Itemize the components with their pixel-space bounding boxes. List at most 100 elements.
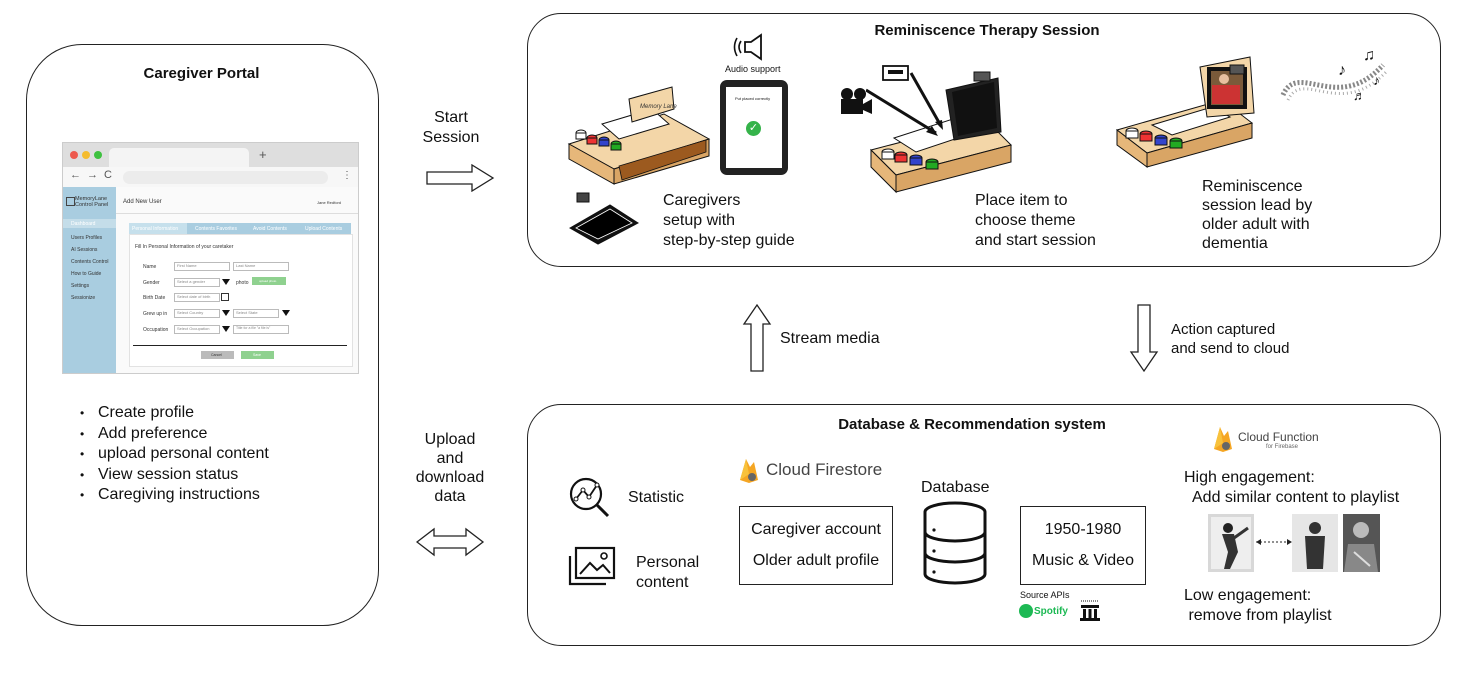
last-name-placeholder: Last Name xyxy=(236,263,256,268)
portal-logo-icon xyxy=(66,197,75,206)
window-min-dot xyxy=(82,151,90,159)
occupation-dropdown-icon[interactable] xyxy=(222,326,230,332)
reminiscence-text: Reminiscence session lead by older adult… xyxy=(1202,178,1313,252)
state-dropdown-icon[interactable] xyxy=(282,310,290,316)
tab-upload-contents[interactable]: Upload Contents xyxy=(305,226,343,232)
save-label: Save xyxy=(253,353,261,357)
start-session-arrow xyxy=(426,164,495,192)
portal-header-divider xyxy=(116,213,358,214)
cassette-icon xyxy=(882,65,909,81)
nav-forward-icon[interactable]: → xyxy=(87,169,98,181)
gender-placeholder: Select a gender xyxy=(177,279,206,284)
calendar-icon[interactable] xyxy=(221,293,229,301)
session-title: Reminiscence Therapy Session xyxy=(874,22,1100,39)
statistic-label: Statistic xyxy=(628,489,685,506)
sidebar-item-sessions[interactable]: AI Sessions xyxy=(71,247,98,253)
database-icon xyxy=(923,501,987,585)
country-select[interactable] xyxy=(174,309,220,318)
media-years-item: 1950-1980 xyxy=(1044,521,1122,538)
high-engagement-text: High engagement: Add similar content to … xyxy=(1184,469,1400,506)
field-grewup-label: Grew up in xyxy=(143,311,168,317)
gender-dropdown-icon[interactable] xyxy=(222,279,230,285)
memory-card-text: Memory Lane xyxy=(640,104,677,110)
tablet-instruction: Put placed correctly xyxy=(735,96,771,101)
upload-photo-button[interactable] xyxy=(252,277,286,285)
spotify-label: Spotify xyxy=(1034,606,1068,617)
save-button[interactable] xyxy=(241,351,274,359)
upload-photo-label: upload photo xyxy=(259,279,277,283)
browser-tab[interactable] xyxy=(109,148,249,167)
sidebar-item-guide[interactable]: How to Guide xyxy=(71,271,102,277)
window-max-dot xyxy=(94,151,102,159)
feature-item: Caregiving instructions xyxy=(98,485,269,506)
database-label: Database xyxy=(921,479,990,496)
nav-back-icon[interactable]: ← xyxy=(70,169,81,181)
tab-contents-favorites[interactable]: Contents Favorites xyxy=(195,226,237,232)
portal-brand: MemoryLane Control Panel xyxy=(75,196,109,208)
photo-label: photo xyxy=(236,280,249,286)
speaker-icon xyxy=(733,33,762,61)
portal-tab-active[interactable] xyxy=(129,223,187,234)
sidebar-item-settings[interactable]: Settings xyxy=(71,283,90,289)
form-heading: Fill In Personal Information of your car… xyxy=(135,244,234,250)
first-name-placeholder: First Name xyxy=(177,263,197,268)
sidebar-item-contents[interactable]: Contents Control xyxy=(71,259,109,265)
stream-media-label: Stream media xyxy=(780,330,880,347)
cancel-label: Cancel xyxy=(211,353,222,357)
country-dropdown-icon[interactable] xyxy=(222,310,230,316)
field-occupation-label: Occupation xyxy=(143,327,169,333)
feature-item: upload personal content xyxy=(98,444,269,465)
feature-item: View session status xyxy=(98,465,269,486)
sidebar-item-users[interactable]: Users Profiles xyxy=(71,235,103,241)
field-gender-label: Gender xyxy=(143,280,160,286)
cloud-firestore-label: Cloud Firestore xyxy=(766,460,883,479)
portal-user[interactable]: Jane Redford xyxy=(317,200,342,205)
field-birthdate-label: Birth Date xyxy=(143,295,166,301)
reload-icon[interactable]: C xyxy=(104,169,112,181)
music-notes-icon: ♪ ♫ ♪ ♬ xyxy=(1280,47,1388,103)
sidebar-item-dashboard[interactable]: Dashboard xyxy=(71,221,96,227)
birthdate-input[interactable] xyxy=(174,293,220,302)
state-select[interactable] xyxy=(233,309,279,318)
new-tab-icon[interactable]: + xyxy=(259,147,267,162)
gender-select[interactable] xyxy=(174,278,220,287)
sidebar-item-session[interactable]: Sessionize xyxy=(71,295,96,301)
camera-tablet-mat xyxy=(568,192,639,245)
first-name-input[interactable] xyxy=(174,262,230,271)
memory-box-setup: Memory Lane xyxy=(567,86,711,185)
database-title: Database & Recommendation system xyxy=(838,416,1106,433)
tab-avoid-contents[interactable]: Avoid Contents xyxy=(253,226,287,232)
sidebar-active-item[interactable] xyxy=(63,219,116,228)
check-icon: ✓ xyxy=(746,121,761,136)
place-text: Place item to choose theme and start ses… xyxy=(975,192,1096,249)
tab-personal-info[interactable]: Personal Information xyxy=(132,226,179,232)
memory-box-place xyxy=(866,71,1012,194)
image-gallery-icon xyxy=(568,546,616,586)
cloud-function-icon xyxy=(1214,427,1232,452)
spotify-icon xyxy=(1019,604,1033,618)
feature-item: Create profile xyxy=(98,403,269,424)
firestore-data-box: Caregiver account Older adult profile xyxy=(739,506,893,585)
upload-download-arrow xyxy=(416,527,485,557)
cloud-function-sub: for Firebase xyxy=(1266,444,1299,450)
svg-text:♪: ♪ xyxy=(1373,72,1380,88)
occupation-title-placeholder: Title for a file "a file is" xyxy=(236,326,271,330)
occupation-title-input[interactable] xyxy=(233,325,289,334)
caregiver-portal-title: Caregiver Portal xyxy=(143,65,260,82)
field-name-label: Name xyxy=(143,264,157,270)
occupation-select[interactable] xyxy=(174,325,220,334)
audio-support-label: Audio support xyxy=(725,64,781,74)
cancel-button[interactable] xyxy=(201,351,234,359)
portal-form-card xyxy=(129,234,353,367)
svg-text:♫: ♫ xyxy=(1363,47,1375,64)
media-type-item: Music & Video xyxy=(1032,552,1134,569)
portal-features-list: Create profile Add preference upload per… xyxy=(80,403,269,506)
portal-sidebar xyxy=(63,187,116,373)
address-bar[interactable] xyxy=(123,171,328,184)
similar-content-photos xyxy=(1208,514,1380,572)
video-camera-icon xyxy=(841,88,872,114)
firebase-icon xyxy=(740,459,758,483)
browser-menu-icon[interactable]: ⋮ xyxy=(342,170,352,181)
memory-box-session xyxy=(1115,56,1255,168)
last-name-input[interactable] xyxy=(233,262,289,271)
